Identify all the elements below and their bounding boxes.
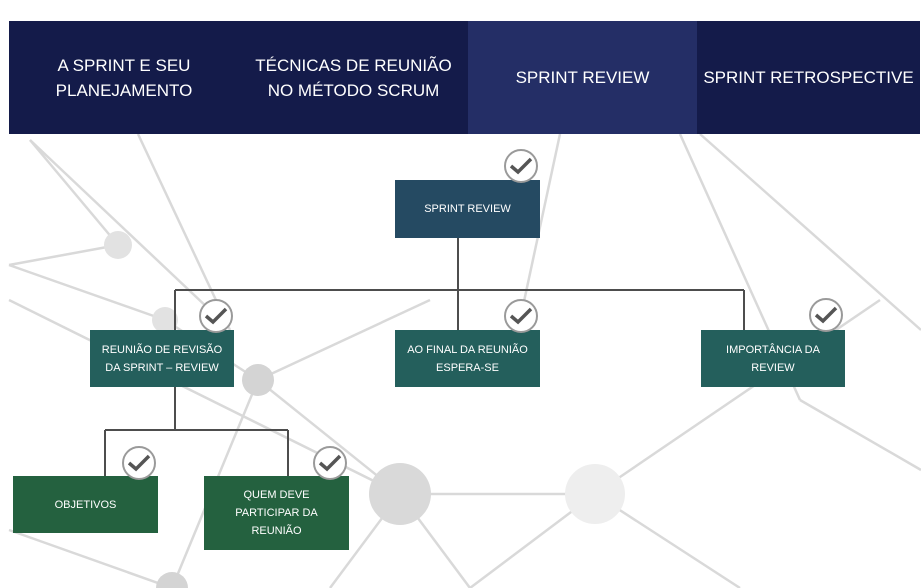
check-icon: [504, 149, 538, 183]
check-icon: [199, 299, 233, 333]
node-objetivos[interactable]: OBJETIVOS: [13, 476, 158, 533]
node-reuniao-revisao[interactable]: REUNIÃO DE REVISÃO DA SPRINT – REVIEW: [90, 330, 234, 387]
node-quem-deve-participar[interactable]: QUEM DEVE PARTICIPAR DA REUNIÃO: [204, 476, 349, 550]
check-icon: [809, 298, 843, 332]
check-icon: [313, 446, 347, 480]
check-icon: [504, 299, 538, 333]
check-icon: [122, 446, 156, 480]
tab-sprint-review[interactable]: SPRINT REVIEW: [468, 21, 697, 134]
topic-tab-bar: A SPRINT E SEU PLANEJAMENTO TÉCNICAS DE …: [9, 21, 920, 134]
tab-sprint-retrospective[interactable]: SPRINT RETROSPECTIVE: [703, 68, 914, 87]
node-importancia-review[interactable]: IMPORTÂNCIA DA REVIEW: [701, 330, 845, 387]
node-sprint-review[interactable]: SPRINT REVIEW: [395, 180, 540, 238]
node-ao-final-reuniao[interactable]: AO FINAL DA REUNIÃO ESPERA-SE: [395, 330, 540, 387]
tab-sprint-planejamento[interactable]: A SPRINT E SEU PLANEJAMENTO: [55, 55, 193, 100]
tab-tecnicas-reuniao[interactable]: TÉCNICAS DE REUNIÃO NO MÉTODO SCRUM: [255, 55, 452, 100]
